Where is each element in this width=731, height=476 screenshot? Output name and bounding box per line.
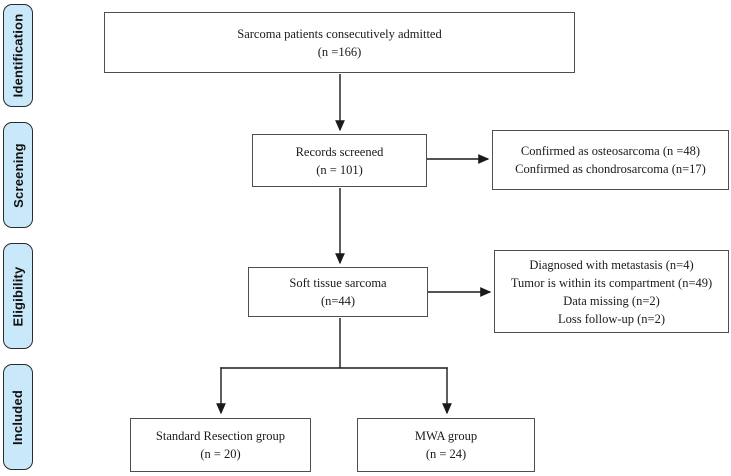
node-admitted-line2: (n =166): [317, 44, 362, 59]
stage-label-eligibility-text: Eligibility: [10, 266, 26, 326]
stage-label-identification: Identification: [3, 4, 33, 107]
node-admitted: Sarcoma patients consecutively admitted …: [104, 12, 575, 73]
node-excluded-eligibility-line2: Tumor is within its compartment (n=49): [510, 275, 713, 290]
node-excluded-eligibility-line4: Loss follow-up (n=2): [557, 311, 666, 326]
node-screened-line2: (n = 101): [316, 162, 363, 177]
node-screened-line1: Records screened: [295, 144, 384, 159]
stage-label-eligibility: Eligibility: [3, 243, 33, 349]
node-excluded-screening-line1: Confirmed as osteosarcoma (n =48): [520, 144, 701, 158]
node-resection-group-line2: (n = 20): [200, 447, 241, 461]
node-excluded-screening: Confirmed as osteosarcoma (n =48) Confir…: [492, 130, 729, 190]
node-soft-tissue: Soft tissue sarcoma (n=44): [248, 267, 428, 317]
node-mwa-group-line2: (n = 24): [425, 447, 467, 461]
node-excluded-eligibility-line3: Data missing (n=2): [563, 293, 660, 308]
node-admitted-line1: Sarcoma patients consecutively admitted: [237, 26, 442, 41]
node-excluded-eligibility: Diagnosed with metastasis (n=4) Tumor is…: [494, 250, 729, 333]
stage-label-included: Included: [3, 364, 33, 470]
node-screened: Records screened (n = 101): [252, 134, 427, 187]
node-excluded-eligibility-line1: Diagnosed with metastasis (n=4): [529, 257, 694, 272]
stage-label-screening: Screening: [3, 122, 33, 228]
node-soft-tissue-line1: Soft tissue sarcoma: [289, 276, 387, 290]
node-resection-group: Standard Resection group (n = 20): [130, 418, 311, 472]
node-resection-group-line1: Standard Resection group: [155, 429, 286, 443]
node-soft-tissue-line2: (n=44): [320, 294, 356, 308]
node-mwa-group-line1: MWA group: [414, 429, 478, 443]
node-excluded-screening-line2: Confirmed as chondrosarcoma (n=17): [515, 162, 706, 176]
stage-label-identification-text: Identification: [10, 13, 26, 98]
stage-label-included-text: Included: [10, 389, 26, 445]
node-mwa-group: MWA group (n = 24): [357, 418, 535, 472]
stage-label-screening-text: Screening: [10, 142, 26, 208]
